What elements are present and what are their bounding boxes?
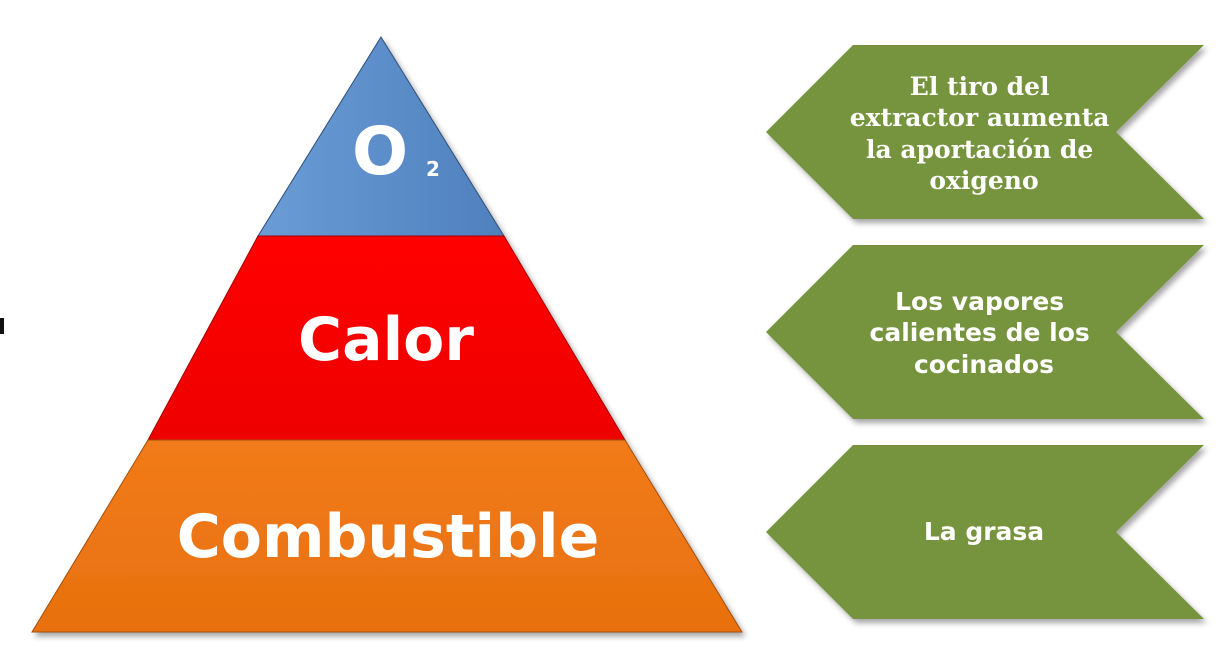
arrow-heat-source-text: Los vapores calientes de los cocinados xyxy=(870,287,1099,379)
heat-label: Calor xyxy=(298,305,474,375)
fuel-label: Combustible xyxy=(177,502,600,572)
arrow-oxygen-source-line: El tiro del xyxy=(910,72,1050,101)
arrow-heat-source xyxy=(766,245,1204,419)
arrow-oxygen-source-line: extractor aumenta xyxy=(850,103,1110,132)
pyramid-tier-fuel xyxy=(31,439,743,633)
arrow-oxygen-source-text: El tiro del extractor aumenta la aportac… xyxy=(850,72,1118,195)
arrow-heat-source-line: cocinados xyxy=(914,350,1054,379)
oxygen-subscript: 2 xyxy=(426,157,440,181)
arrow-heat-source-line: Los vapores xyxy=(895,287,1064,316)
arrow-oxygen-source-line: oxigeno xyxy=(929,166,1038,195)
arrow-oxygen-source-line: la aportación de xyxy=(866,135,1093,164)
arrow-fuel-source xyxy=(766,445,1204,619)
pyramid xyxy=(31,36,743,633)
edge-mark xyxy=(0,318,4,334)
arrow-fuel-source-line: La grasa xyxy=(924,517,1044,546)
arrow-oxygen-source xyxy=(766,45,1204,219)
arrow-fuel-source-text: La grasa xyxy=(924,517,1044,546)
oxygen-label: O xyxy=(352,113,408,190)
arrow-list xyxy=(766,45,1204,619)
arrow-heat-source-line: calientes de los xyxy=(870,318,1090,347)
